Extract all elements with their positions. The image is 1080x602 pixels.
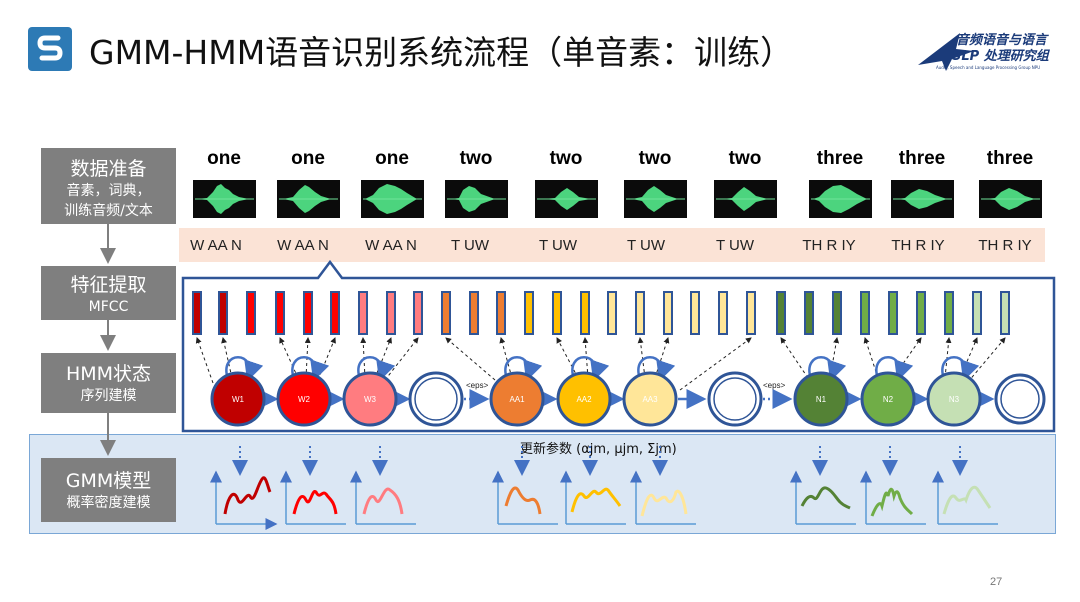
waveform-image [979, 180, 1042, 218]
word-label: three [816, 148, 864, 169]
word-label: one [207, 148, 241, 169]
hmm-state-w1: W1 [210, 371, 266, 427]
state-label: N2 [883, 395, 894, 404]
state-label: W1 [232, 395, 245, 404]
phone-label: W AA N [277, 237, 329, 254]
word-label: one [375, 148, 409, 169]
state-label: W3 [364, 395, 377, 404]
mfcc-frames [192, 291, 1010, 335]
hmm-state-n3: N3 [926, 371, 982, 427]
stage-data-prep: 数据准备 音素，词典， 训练音频/文本 [41, 148, 176, 224]
state-label: N1 [816, 395, 827, 404]
eps-label: <eps> [763, 381, 786, 390]
waveform-image [624, 180, 687, 218]
phone-label: T UW [450, 237, 490, 254]
stage-subtitle: MFCC [88, 299, 129, 315]
stage-title: 特征提取 [70, 274, 147, 296]
stage-title: HMM状态 [65, 363, 152, 385]
gmm-plot-w1 [210, 470, 276, 524]
phone-label: TH R IY [891, 237, 945, 254]
phone-sequence-band [179, 228, 1045, 262]
hmm-state-aa3: AA3 [622, 371, 678, 427]
page-number: 27 [990, 576, 1003, 588]
gmm-plot-aa2 [560, 470, 626, 525]
state-label: AA3 [642, 395, 658, 404]
waveform-image [193, 180, 256, 218]
logo-text-sub: SLP 处理研究组 [952, 49, 1049, 64]
hmm-states: W1 W2 W3 AA1 AA2 AA3 [210, 371, 1046, 427]
phone-label: T UW [626, 237, 666, 254]
waveform-image [714, 180, 777, 218]
hmm-state-aa2: AA2 [556, 371, 612, 427]
slp-logo: 音频语音与语言 SLP 处理研究组 Audio, Speech and Lang… [916, 29, 1064, 75]
state-label: AA2 [576, 395, 592, 404]
waveform-image [809, 180, 872, 218]
gmm-plot-aa3 [630, 470, 696, 525]
gmm-plot-n2 [860, 470, 926, 525]
word-label: two [459, 148, 493, 169]
stage-gmm: GMM模型 概率密度建模 [41, 458, 176, 522]
gmm-plot-w2 [280, 470, 346, 525]
stage-subtitle: 音素，词典， 训练音频/文本 [64, 183, 153, 219]
hmm-state-n2: N2 [860, 371, 916, 427]
gmm-plot-n1 [790, 470, 856, 525]
state-label: AA1 [509, 395, 525, 404]
gmm-plot-aa1 [492, 470, 558, 525]
stage-title: GMM模型 [65, 470, 152, 492]
stage-title: 数据准备 [70, 158, 147, 180]
hmm-state-w3: W3 [342, 371, 398, 427]
phone-label: TH R IY [802, 237, 856, 254]
airplane-icon [918, 33, 974, 71]
stage-feature-extraction: 特征提取 MFCC [41, 266, 176, 320]
logo-text-main: 音频语音与语言 [956, 33, 1048, 48]
hmm-final-state [707, 371, 763, 427]
phone-label: W AA N [365, 237, 417, 254]
phone-label: TH R IY [978, 237, 1032, 254]
stage-subtitle: 序列建模 [80, 388, 137, 404]
gmm-plot-n3 [932, 470, 998, 525]
waveform-image [535, 180, 598, 218]
gmm-plot-w3 [350, 470, 416, 525]
waveform-image [277, 180, 340, 218]
hmm-state-aa1: AA1 [489, 371, 545, 427]
page-title: GMM-HMM语音识别系统流程（单音素：训练） [89, 33, 794, 72]
hmm-final-state [994, 373, 1046, 425]
eps-label: <eps> [466, 381, 489, 390]
hmm-final-state [408, 371, 464, 427]
word-label: three [898, 148, 946, 169]
word-label: two [549, 148, 583, 169]
stage-hmm: HMM状态 序列建模 [41, 353, 176, 413]
word-label: two [728, 148, 762, 169]
word-label: three [986, 148, 1034, 169]
phone-label: W AA N [190, 237, 242, 254]
hmm-state-n1: N1 [793, 371, 849, 427]
slide-logo-icon [28, 27, 72, 71]
gmm-panel [29, 434, 1056, 534]
logo-text-tiny: Audio, Speech and Language Processing Gr… [936, 65, 1041, 70]
word-label: one [291, 148, 325, 169]
phone-label: T UW [538, 237, 578, 254]
update-params-label: 更新参数 (αjm, μjm, Σjm) [520, 441, 677, 457]
state-label: N3 [949, 395, 960, 404]
word-label: two [638, 148, 672, 169]
waveform-image [361, 180, 424, 218]
state-label: W2 [298, 395, 311, 404]
waveform-image [445, 180, 508, 218]
phone-label: T UW [715, 237, 755, 254]
self-loop-arrows [225, 356, 980, 382]
waveform-image [891, 180, 954, 218]
stage-subtitle: 概率密度建模 [66, 495, 151, 511]
hmm-state-w2: W2 [276, 371, 332, 427]
gmm-density-plots [210, 470, 998, 525]
